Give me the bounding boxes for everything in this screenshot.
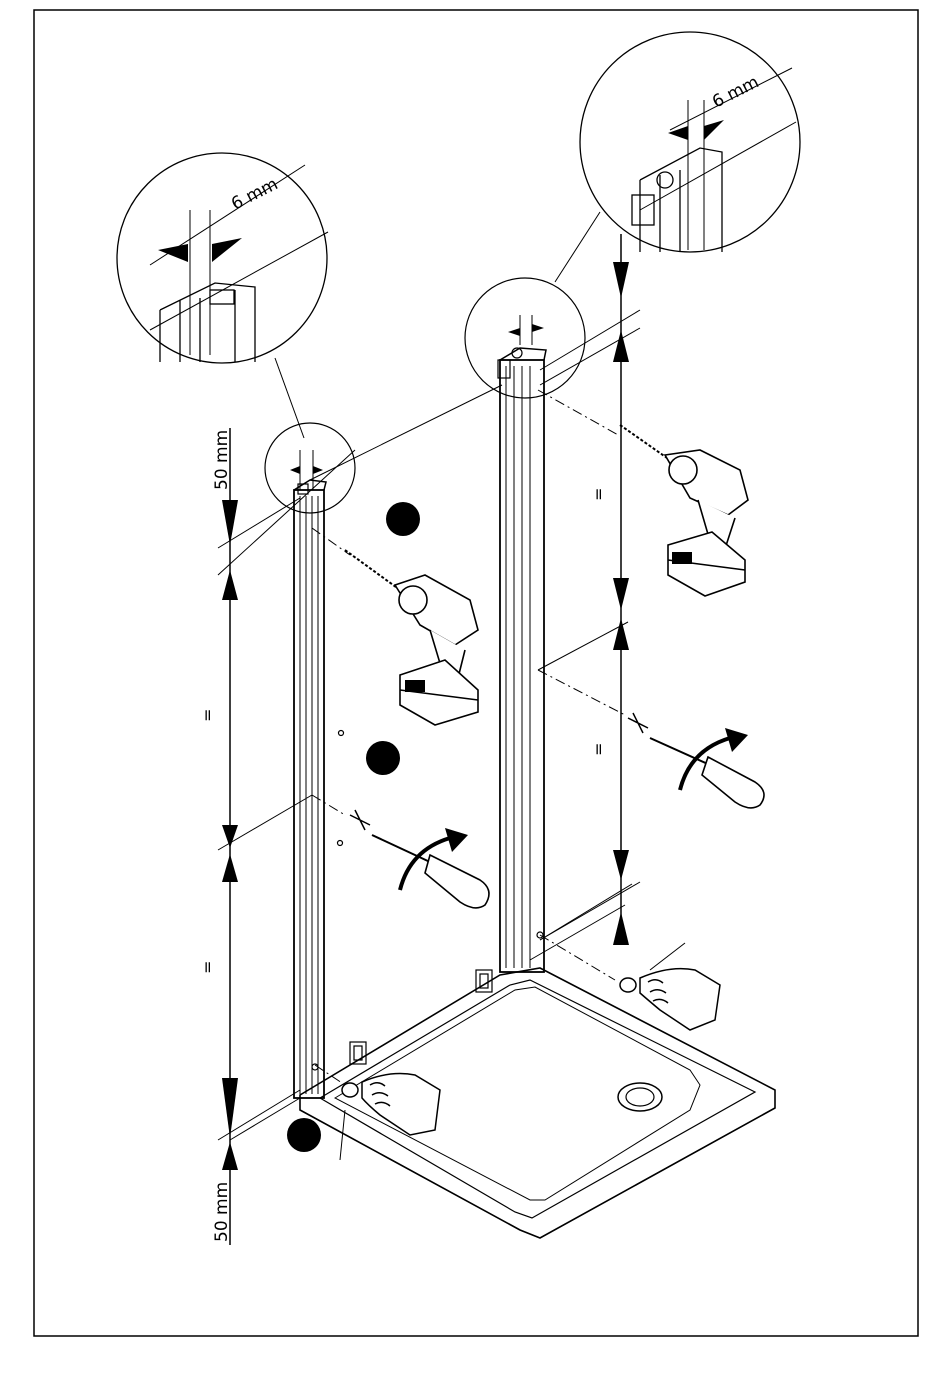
right-dimension-chain xyxy=(613,234,629,945)
step-marker xyxy=(386,502,420,536)
left-wall-profile xyxy=(294,480,326,1098)
equal-mark-left-lower: = xyxy=(198,961,217,974)
center-lines xyxy=(312,390,625,1085)
right-detail-callout: 6 mm xyxy=(555,32,800,282)
drain-icon xyxy=(618,1083,662,1111)
hand-inserting-plug-icon xyxy=(340,1074,440,1160)
top-offset-label: 50 mm xyxy=(212,430,232,490)
screwdriver-icon xyxy=(350,810,489,908)
bottom-offset-label: 50 mm xyxy=(212,1182,232,1242)
right-profile-zoom-circle xyxy=(465,278,585,398)
equal-mark-right-lower: = xyxy=(589,743,608,756)
left-profile-zoom-circle xyxy=(265,423,355,513)
right-wall-profile xyxy=(498,348,546,972)
step-marker xyxy=(366,741,400,775)
left-dimension-chain xyxy=(222,428,238,1245)
equal-mark-left-upper: = xyxy=(198,709,217,722)
equal-mark-right-upper: = xyxy=(589,488,608,501)
drill-icon xyxy=(620,425,748,596)
screwdriver-icon xyxy=(628,713,764,808)
extension-lines xyxy=(218,310,640,1140)
right-zoom-arrows xyxy=(508,315,544,345)
left-detail-callout: 6 mm xyxy=(117,153,328,438)
drill-icon xyxy=(345,550,478,725)
step-marker xyxy=(287,1118,321,1152)
